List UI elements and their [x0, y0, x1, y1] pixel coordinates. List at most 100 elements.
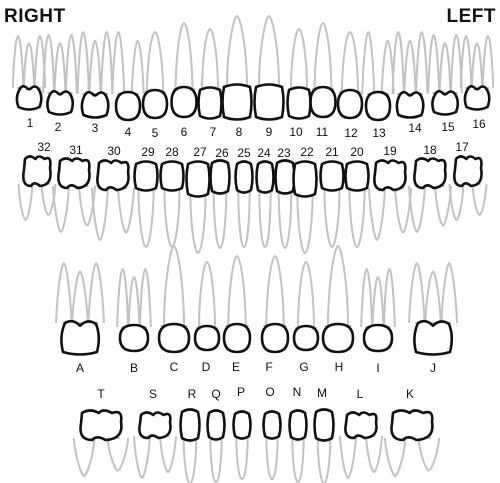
crown-primary-C[interactable] — [159, 324, 189, 352]
crown-primary-H[interactable] — [323, 324, 353, 352]
crown-primary-S[interactable] — [139, 413, 170, 439]
crown-primary-B[interactable] — [120, 325, 148, 351]
tooth-root — [428, 35, 462, 93]
tooth-label-lower-17: 17 — [455, 140, 469, 154]
tooth-root — [53, 186, 95, 232]
tooth-label-lower-27: 27 — [193, 145, 207, 159]
tooth-label-upper-1: 1 — [27, 116, 34, 130]
tooth-root — [369, 188, 411, 240]
crown-lower-20[interactable] — [346, 162, 369, 191]
tooth-root — [409, 186, 451, 232]
crown-primary-D[interactable] — [195, 326, 219, 350]
tooth-label-upper-12: 12 — [344, 126, 358, 140]
crown-lower-27[interactable] — [187, 162, 210, 197]
tooth-root — [224, 16, 251, 86]
crown-primary-I[interactable] — [364, 325, 392, 351]
crown-primary-J[interactable] — [414, 321, 451, 354]
tooth-root — [257, 191, 272, 247]
tooth-label-upper-16: 16 — [472, 117, 486, 131]
tooth-root — [161, 246, 188, 326]
tooth-label-primary-H: H — [335, 360, 344, 374]
crown-primary-G[interactable] — [294, 326, 318, 350]
crown-upper-8[interactable] — [223, 85, 252, 120]
crown-upper-4[interactable] — [116, 92, 140, 120]
crown-upper-2[interactable] — [47, 91, 72, 114]
crown-lower-29[interactable] — [135, 162, 158, 191]
tooth-label-primary-B: B — [130, 361, 138, 375]
crown-upper-9[interactable] — [255, 85, 284, 120]
crown-primary-L[interactable] — [345, 413, 376, 439]
tooth-label-upper-8: 8 — [236, 125, 243, 139]
crown-primary-Q[interactable] — [208, 411, 225, 440]
tooth-root — [385, 438, 439, 476]
tooth-label-primary-T: T — [97, 387, 105, 401]
tooth-root — [199, 29, 221, 89]
crown-upper-7[interactable] — [199, 88, 222, 119]
crown-lower-21[interactable] — [321, 162, 344, 191]
crown-upper-12[interactable] — [338, 90, 362, 118]
crown-upper-13[interactable] — [366, 92, 390, 120]
crown-lower-19[interactable] — [374, 161, 405, 191]
crown-upper-1[interactable] — [17, 86, 41, 109]
tooth-root — [188, 195, 208, 253]
crown-lower-18[interactable] — [414, 159, 445, 189]
crown-primary-M[interactable] — [315, 410, 334, 441]
tooth-label-lower-18: 18 — [423, 143, 437, 157]
tooth-root — [449, 184, 486, 220]
tooth-root — [325, 246, 352, 326]
tooth-label-primary-A: A — [76, 361, 84, 375]
tooth-label-primary-Q: Q — [211, 387, 220, 401]
crown-upper-3[interactable] — [82, 92, 108, 117]
crown-upper-10[interactable] — [288, 88, 311, 119]
tooth-root — [208, 438, 223, 482]
tooth-root — [236, 191, 251, 247]
crown-primary-T[interactable] — [80, 411, 121, 441]
tooth-label-upper-4: 4 — [125, 125, 132, 139]
tooth-root — [92, 188, 134, 240]
tooth-label-lower-22: 22 — [300, 145, 314, 159]
tooth-root — [347, 189, 367, 247]
crown-lower-26[interactable] — [211, 161, 230, 194]
tooth-label-lower-20: 20 — [350, 145, 364, 159]
tooth-root — [173, 23, 196, 89]
tooth-label-primary-K: K — [406, 387, 414, 401]
tooth-label-primary-O: O — [265, 385, 274, 399]
tooth-label-upper-13: 13 — [372, 126, 386, 140]
crown-primary-N[interactable] — [290, 411, 307, 440]
tooth-root — [316, 439, 333, 483]
tooth-label-lower-26: 26 — [215, 146, 229, 160]
crown-lower-23[interactable] — [276, 161, 295, 194]
crown-lower-32[interactable] — [23, 157, 50, 187]
crown-upper-11[interactable] — [311, 87, 336, 117]
crown-lower-17[interactable] — [454, 157, 481, 187]
crown-lower-30[interactable] — [97, 161, 128, 191]
crown-upper-16[interactable] — [465, 86, 489, 109]
crown-primary-R[interactable] — [181, 410, 200, 441]
tooth-label-lower-25: 25 — [237, 146, 251, 160]
crown-primary-A[interactable] — [61, 321, 98, 354]
tooth-root — [225, 256, 248, 326]
crown-upper-14[interactable] — [397, 92, 423, 117]
tooth-label-lower-28: 28 — [165, 145, 179, 159]
crown-upper-5[interactable] — [143, 90, 167, 118]
crown-outlines — [17, 85, 489, 441]
crown-primary-K[interactable] — [391, 411, 432, 441]
tooth-label-upper-6: 6 — [181, 125, 188, 139]
crown-upper-6[interactable] — [172, 87, 197, 117]
tooth-root — [312, 23, 335, 89]
crown-primary-E[interactable] — [224, 324, 250, 352]
crown-lower-22[interactable] — [294, 162, 317, 197]
tooth-root — [134, 436, 176, 478]
tooth-root — [361, 269, 395, 327]
crown-primary-O[interactable] — [264, 412, 281, 439]
crown-lower-25[interactable] — [236, 162, 253, 193]
tooth-label-lower-21: 21 — [325, 145, 339, 159]
tooth-root — [362, 32, 393, 94]
crown-lower-28[interactable] — [161, 162, 184, 191]
crown-primary-P[interactable] — [234, 412, 251, 439]
crown-primary-F[interactable] — [262, 324, 288, 352]
crown-lower-31[interactable] — [58, 159, 89, 189]
crown-upper-15[interactable] — [432, 91, 457, 114]
tooth-label-upper-10: 10 — [289, 125, 303, 139]
crown-lower-24[interactable] — [257, 162, 274, 193]
